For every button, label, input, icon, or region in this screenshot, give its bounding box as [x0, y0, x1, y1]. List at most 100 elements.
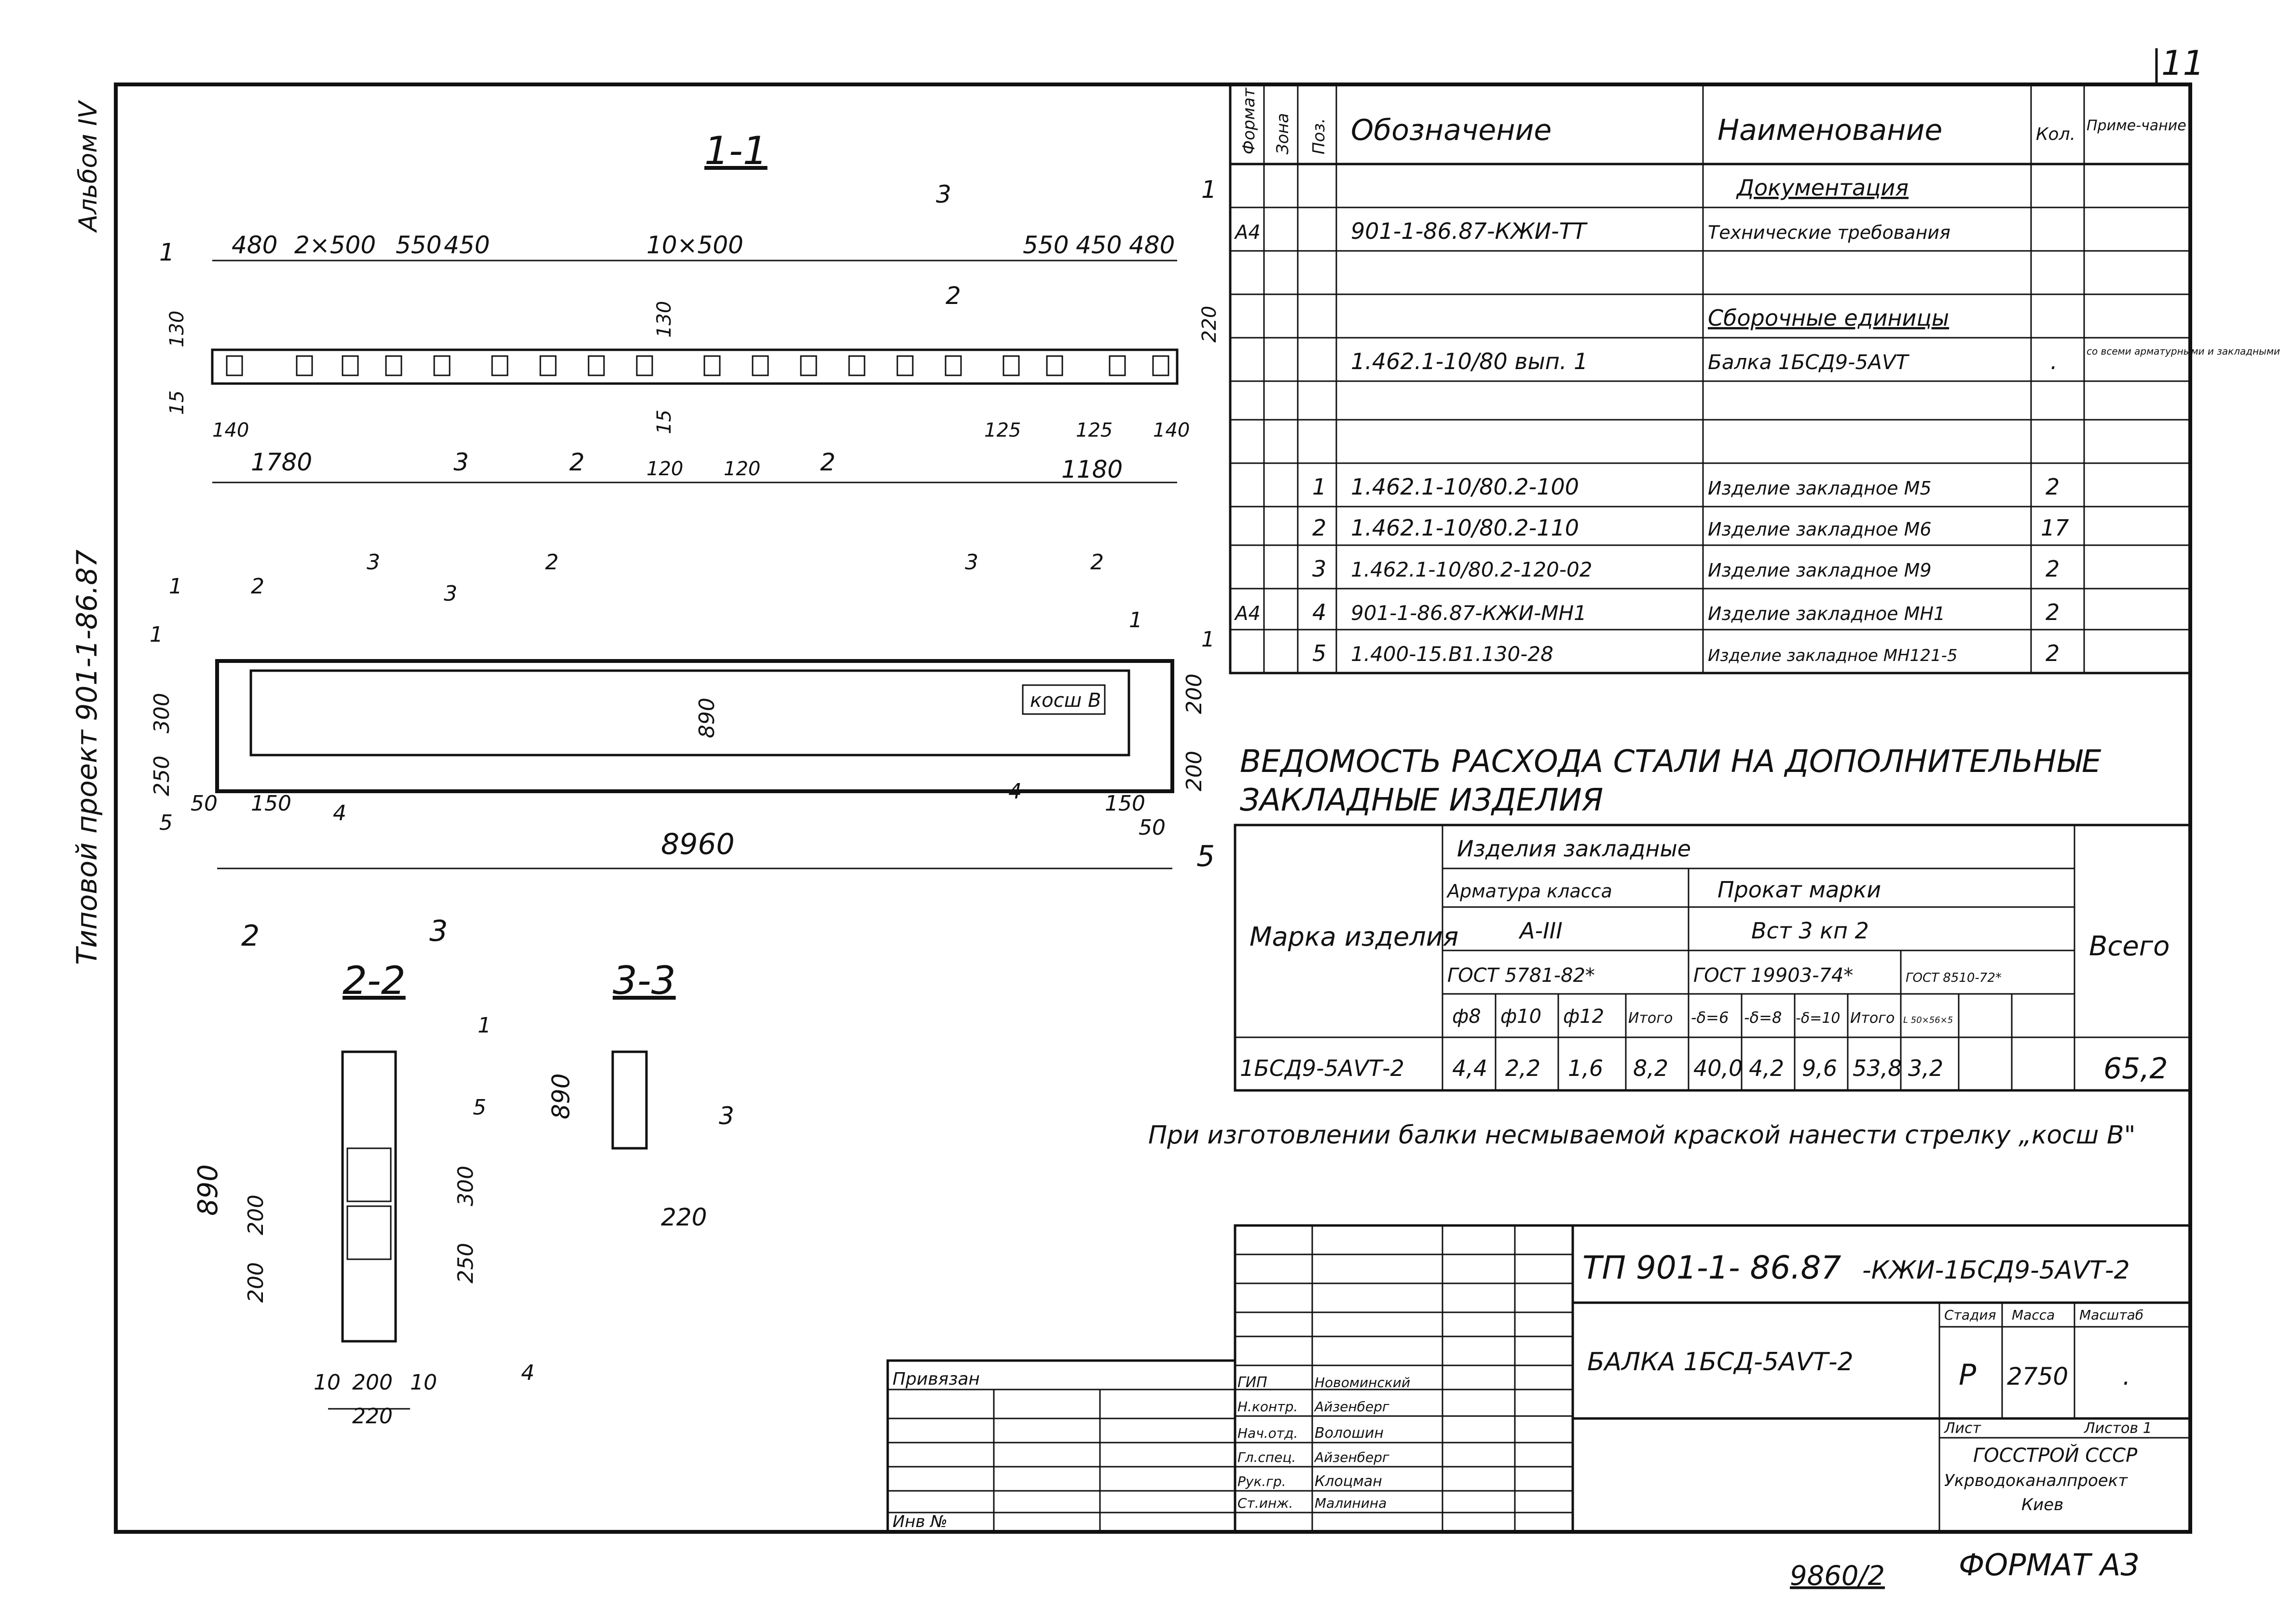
- spec-section-docs: Документация: [1736, 175, 1909, 201]
- tb-code2: -КЖИ-1БСД9-5АVТ-2: [1862, 1256, 2130, 1285]
- steel-rolled-gost2: ГОСТ 8510-72*: [1906, 971, 2002, 985]
- plate-mark: [385, 355, 402, 376]
- tb-sheets-label: Листов 1: [2084, 1420, 2152, 1437]
- kosh-label-box: [1022, 684, 1106, 715]
- tb-scale-label: Масштаб: [2079, 1307, 2143, 1323]
- steel-row-mark: 1БСД9-5АVТ-2: [1240, 1055, 1404, 1081]
- elev-callout-1: 2: [251, 574, 264, 599]
- plate-mark: [636, 355, 653, 376]
- inv-label: Инв №: [893, 1512, 948, 1531]
- spec-row1-designation: 1.462.1-10/80 вып. 1: [1351, 348, 1588, 374]
- elev-callout-6: 3: [965, 550, 978, 575]
- steel-val-2: 1,6: [1568, 1055, 1603, 1081]
- plan-dim-bottom-4: 120: [724, 458, 760, 480]
- tb-code: ТП 901-1- 86.87: [1582, 1249, 1841, 1286]
- elevation-length: 8960: [661, 827, 735, 861]
- sheet-code: 9860/2: [1790, 1560, 1885, 1592]
- plate-mark: [945, 355, 962, 376]
- spec-h-pos: Поз.: [1309, 118, 1329, 154]
- steel-rolled: Прокат марки: [1717, 877, 1881, 903]
- steel-rebar-grade: А-III: [1518, 918, 1563, 944]
- spec-row5-name: Изделие закладное МН1: [1708, 603, 1945, 624]
- spec-row4-qty: 2: [2046, 556, 2060, 582]
- spec-row4-designation: 1.462.1-10/80.2-120-02: [1351, 558, 1593, 581]
- spec-row6-designation: 1.400-15.В1.130-28: [1351, 642, 1553, 666]
- steel-val-4: 40,0: [1693, 1055, 1743, 1081]
- plate-mark: [433, 355, 451, 376]
- plate-mark: [896, 355, 914, 376]
- plan-dim-bottom-9: 1180: [1061, 455, 1123, 483]
- s22-callout-2: 4: [521, 1361, 535, 1385]
- format-label: ФОРМАТ А3: [1959, 1547, 2140, 1583]
- elev-right-2: 150: [1105, 791, 1145, 816]
- plan-dim-bottom-1: 3: [453, 448, 469, 476]
- sheet-frame: [114, 83, 2192, 1534]
- steel-col-2: ф12: [1563, 1005, 1604, 1028]
- s22-dim-h-1: 200: [352, 1370, 393, 1395]
- plan-dim-bottom-10: 140: [1153, 419, 1190, 441]
- s22-dim-v-3: 250: [453, 1243, 478, 1283]
- steel-col-3: Итого: [1628, 1010, 1673, 1027]
- spec-row2-name: Изделие закладное М5: [1708, 478, 1932, 499]
- spec-h-format: Формат: [1239, 87, 1259, 154]
- plan-dim-mid-1: 15: [653, 410, 675, 434]
- spec-row3-designation: 1.462.1-10/80.2-110: [1351, 515, 1579, 541]
- section-3-3-title: 3-3: [613, 958, 676, 1003]
- tb-org2: Укрводоканалпроект: [1944, 1471, 2128, 1490]
- tb-scale: .: [2123, 1363, 2130, 1390]
- spec-row5-qty: 2: [2046, 599, 2060, 625]
- tb-stage: Р: [1959, 1358, 1977, 1392]
- elev-callout-10: 4: [333, 801, 346, 826]
- steel-val-3: 8,2: [1633, 1055, 1668, 1081]
- section-3-3-profile: [611, 1050, 648, 1150]
- plate-mark: [752, 355, 769, 376]
- spec-row3-qty: 17: [2041, 515, 2069, 541]
- elev-right-0: 200: [1182, 674, 1207, 714]
- plan-dim-bottom-8: 140: [212, 419, 249, 441]
- spec-h-designation: Обозначение: [1351, 113, 1552, 147]
- staff-3-role: Гл.спец.: [1237, 1449, 1296, 1465]
- project-vertical-label: Типовой проект 901-1-86.87: [70, 550, 103, 965]
- plate-mark: [539, 355, 557, 376]
- staff-4-name: Клоцман: [1315, 1473, 1382, 1490]
- plan-dim-bottom-3: 120: [646, 458, 683, 480]
- spec-row1-note: со всеми арматурными и закладными издели…: [2087, 345, 2280, 357]
- plate-mark: [848, 355, 865, 376]
- steel-total: 65,2: [2103, 1052, 2168, 1086]
- steel-rolled-gost1: ГОСТ 19903-74*: [1693, 964, 1853, 987]
- s33-callout: 3: [719, 1102, 734, 1130]
- elev-callout-9: 1: [1201, 627, 1215, 652]
- steel-total-header: Всего: [2089, 931, 2170, 962]
- staff-0-name: Новоминский: [1315, 1375, 1410, 1390]
- staff-4-role: Рук.гр.: [1237, 1473, 1286, 1489]
- plan-dim-top-7: 480: [1129, 231, 1175, 259]
- plate-mark: [296, 355, 313, 376]
- elev-callout-12: 4: [1008, 779, 1022, 804]
- plan-beam: [211, 348, 1179, 385]
- section-2-2-plate-4: [346, 1205, 392, 1260]
- plan-dim-bottom-2: 2: [569, 448, 585, 476]
- tb-stage-label: Стадия: [1944, 1307, 1996, 1323]
- spec-row6-pos: 5: [1312, 640, 1326, 666]
- spec-row6-qty: 2: [2046, 640, 2060, 666]
- plate-mark: [800, 355, 817, 376]
- note-text: При изготовлении балки несмываемой краск…: [1148, 1121, 2136, 1150]
- section-1-1-title: 1-1: [704, 128, 768, 173]
- plan-dim-top-6: 450: [1076, 231, 1122, 259]
- s22-dim-v-0: 200: [244, 1195, 268, 1235]
- spec-row3-pos: 2: [1312, 515, 1326, 541]
- plate-mark: [1003, 355, 1020, 376]
- elev-callout-0: 1: [169, 574, 182, 599]
- staff-5-role: Ст.инж.: [1237, 1495, 1293, 1511]
- elev-callout-5: 2: [545, 550, 559, 575]
- steel-col-5: -δ=8: [1744, 1008, 1782, 1027]
- spec-row0-format: А4: [1234, 221, 1261, 244]
- spec-row1-qty: .: [2050, 348, 2058, 374]
- plan-callout-1: 3: [936, 180, 951, 208]
- plan-callout-2: 2: [946, 282, 961, 310]
- spec-h-qty: Кол.: [2036, 124, 2075, 144]
- steel-val-0: 4,4: [1452, 1055, 1487, 1081]
- plan-dim-top-2: 550: [396, 231, 441, 259]
- cut-3-label: 3: [429, 914, 448, 948]
